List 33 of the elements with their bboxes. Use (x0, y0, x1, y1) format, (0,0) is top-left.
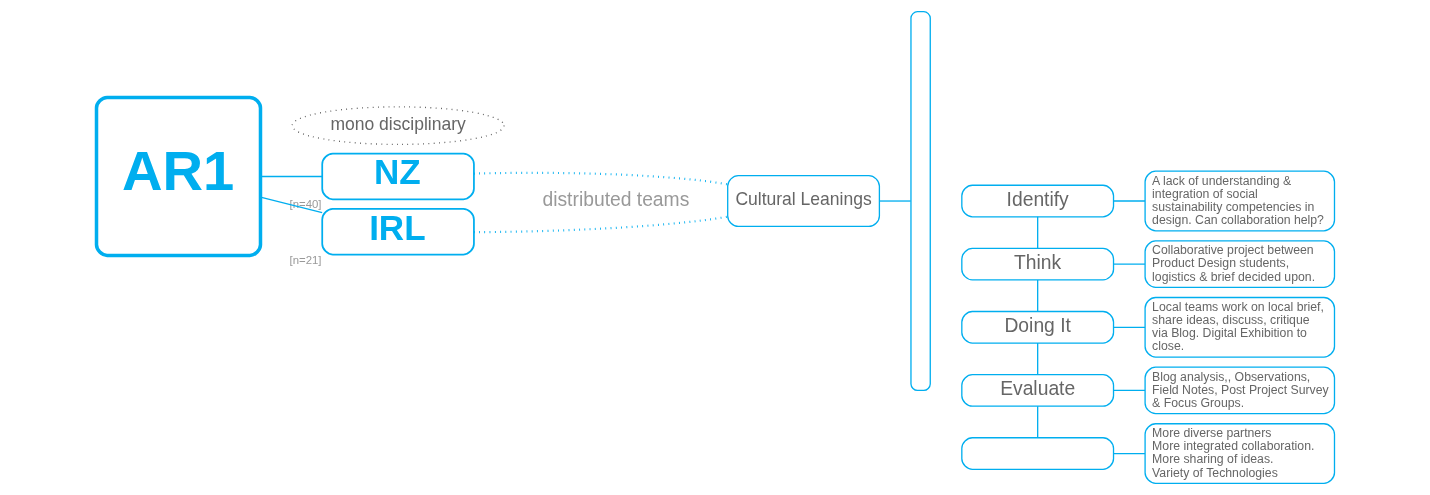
node-box: Blog analysis,, Observations, Field Notes, Post Project Survey & Focus Groups. (1143, 366, 1335, 415)
connector (473, 171, 728, 186)
connector (473, 215, 728, 234)
label: distributed teams (541, 188, 689, 210)
node-box: Evaluate (960, 374, 1114, 407)
connector (1036, 279, 1038, 312)
node-box: AR1 (94, 95, 262, 258)
node-box: More diverse partners More integrated collaboration. More sharing of ideas. Variety of Technologies (1143, 423, 1335, 485)
node-label: [n=40] (289, 198, 322, 211)
node-box: Cultural Leanings (726, 174, 880, 228)
connector (1112, 200, 1146, 202)
node-box: Doing It (960, 310, 1114, 344)
node-box: IRL (320, 208, 475, 256)
node-box (909, 10, 931, 392)
connector (1036, 216, 1038, 249)
node-box: Local teams work on local brief, share ideas, discuss, critique via Blog. Digital Exhibition to close. (1143, 296, 1335, 358)
node-box: NZ (320, 152, 475, 201)
connector (1036, 342, 1038, 376)
node-ellipse: mono disciplinary (290, 106, 505, 146)
node-box: Think (960, 247, 1114, 281)
node-box: A lack of understanding & integration of social sustainability competencies in design. Can collaboration help? (1143, 170, 1335, 232)
connector (1112, 263, 1146, 265)
connector (1112, 389, 1146, 392)
node-label: [n=21] (289, 253, 322, 266)
node-box: Identify (960, 184, 1114, 218)
connector (259, 196, 323, 214)
connector (1036, 405, 1038, 439)
connector (259, 175, 323, 178)
node-box (960, 437, 1114, 470)
connector (1112, 326, 1146, 328)
node-box: Collaborative project between Product Design students, logistics & brief decided upon. (1143, 240, 1335, 289)
connector (1112, 452, 1146, 455)
connector (878, 200, 911, 202)
